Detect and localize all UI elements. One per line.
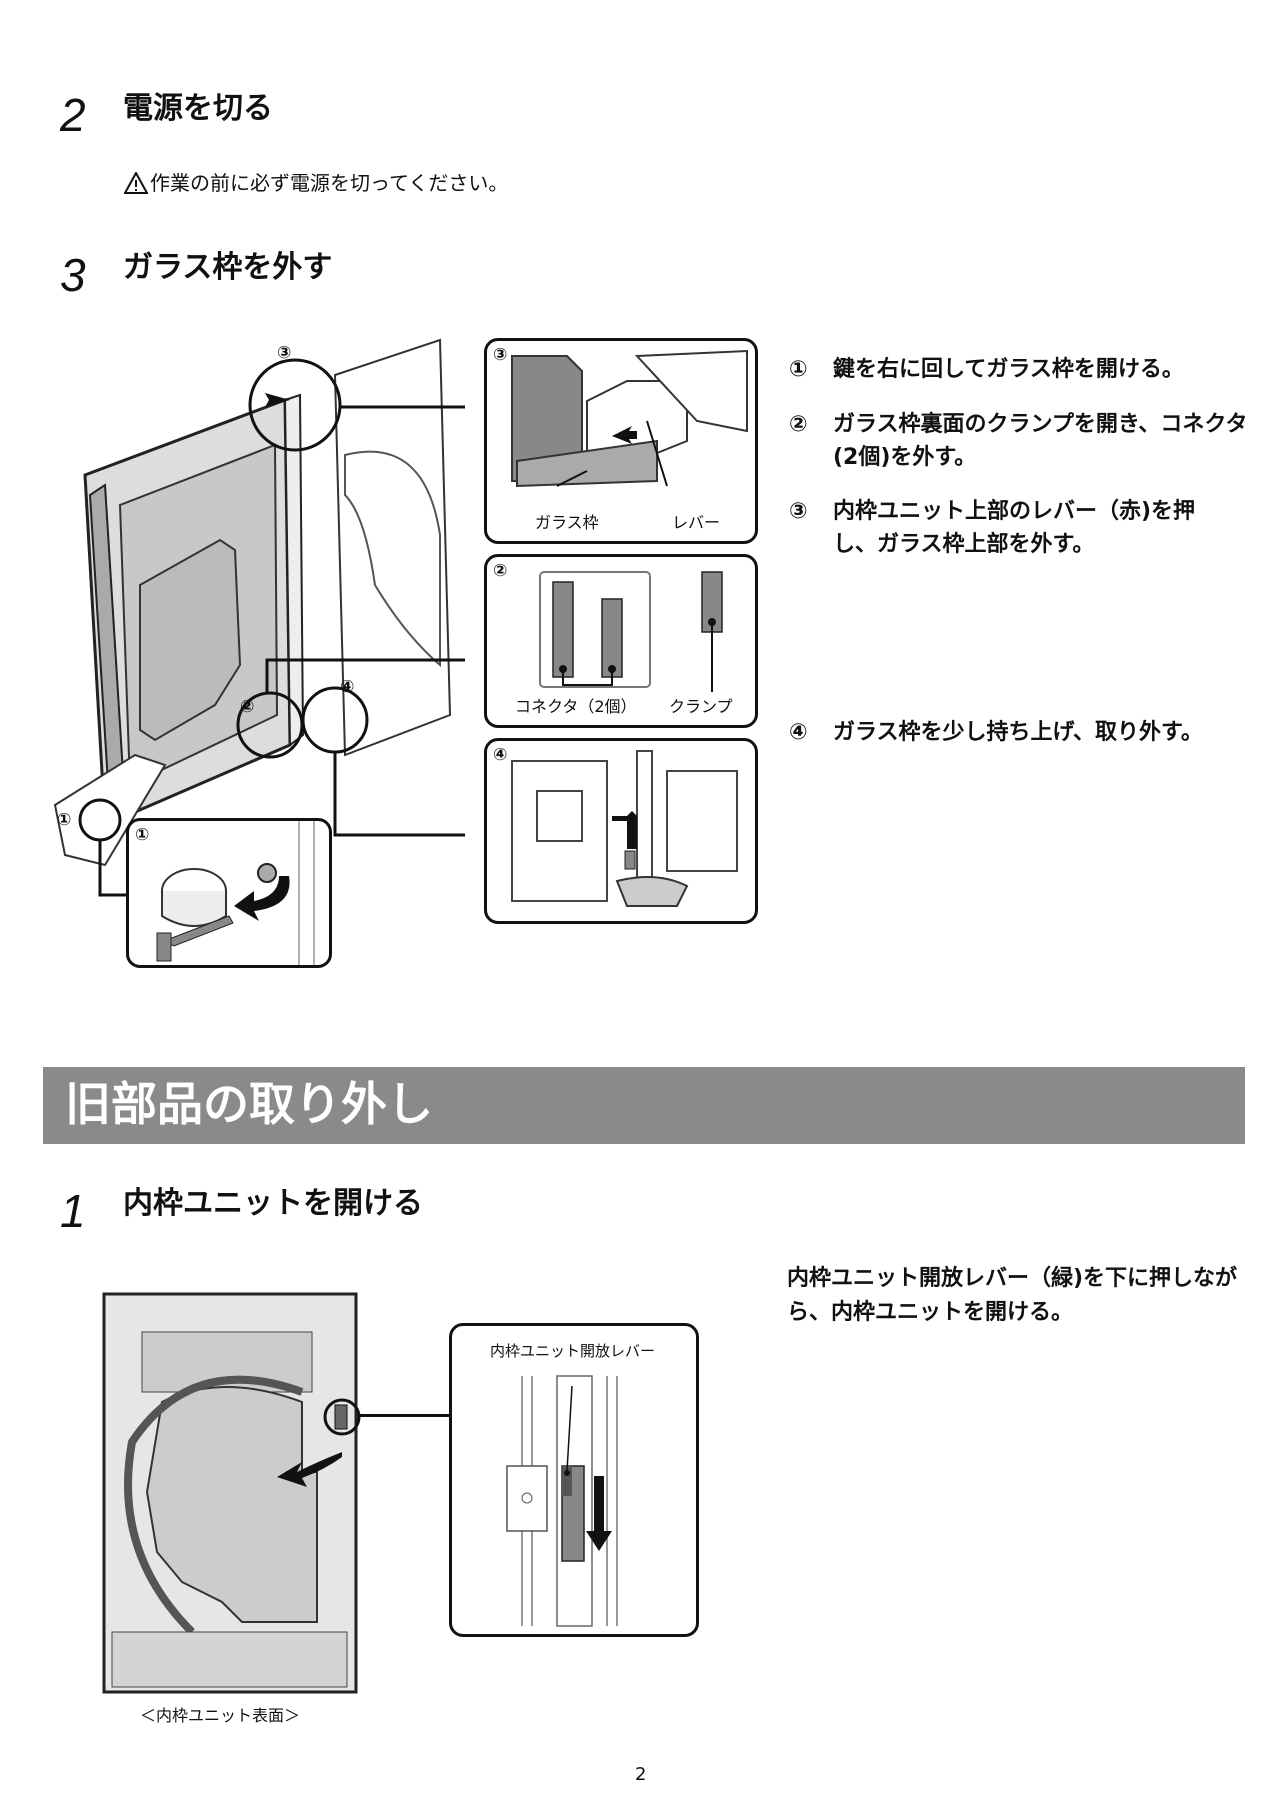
warning-triangle-icon bbox=[124, 172, 148, 194]
instruction-text: 内枠ユニット開放レバー（緑)を下に押しながら、内枠ユニットを開ける。 bbox=[787, 1266, 1238, 1325]
callout-4: ④ bbox=[340, 677, 355, 697]
inset-badge: ② bbox=[493, 561, 508, 581]
inset-badge: ③ bbox=[493, 345, 508, 365]
section-banner: 旧部品の取り外し bbox=[43, 1067, 1245, 1144]
inset-badge: ① bbox=[135, 825, 150, 845]
figure-caption: ＜内枠ユニット表面＞ bbox=[140, 1706, 301, 1725]
inset-key: ① bbox=[126, 818, 332, 968]
callout-2: ② bbox=[240, 697, 255, 717]
inset-lever: ③ ガラス枠 レバー bbox=[484, 338, 758, 544]
glass-frame-illustration: ③ ② ④ ① bbox=[45, 335, 465, 915]
step-title: 内枠ユニットを開ける bbox=[123, 1186, 423, 1221]
warning-note: 作業の前に必ず電源を切ってください。 bbox=[124, 172, 508, 194]
callout-3: ③ bbox=[277, 343, 292, 363]
callout-1: ① bbox=[57, 810, 72, 830]
section-title: 旧部品の取り外し bbox=[65, 1077, 433, 1131]
page-number: 2 bbox=[635, 1764, 647, 1785]
inset-release-lever: 内枠ユニット開放レバー bbox=[449, 1323, 699, 1637]
leader-line bbox=[358, 1414, 453, 1417]
label-release-lever: 内枠ユニット開放レバー bbox=[490, 1342, 656, 1360]
step-number: 2 bbox=[60, 89, 86, 141]
label-clamp: クランプ bbox=[669, 697, 733, 716]
inset-connector: ② コネクタ（2個） クランプ bbox=[484, 554, 758, 728]
step-title: 電源を切る bbox=[123, 91, 273, 126]
inset-lift: ④ bbox=[484, 738, 758, 924]
label-lever: レバー bbox=[672, 513, 721, 532]
inner-unit-illustration bbox=[102, 1292, 362, 1696]
inset-badge: ④ bbox=[493, 745, 508, 765]
step-number: 3 bbox=[60, 249, 86, 301]
label-connector: コネクタ（2個） bbox=[515, 697, 637, 716]
label-glass-frame: ガラス枠 bbox=[535, 513, 599, 532]
warning-text: 作業の前に必ず電源を切ってください。 bbox=[150, 171, 509, 195]
step-title: ガラス枠を外す bbox=[123, 250, 333, 285]
step-number: 1 bbox=[60, 1185, 86, 1237]
